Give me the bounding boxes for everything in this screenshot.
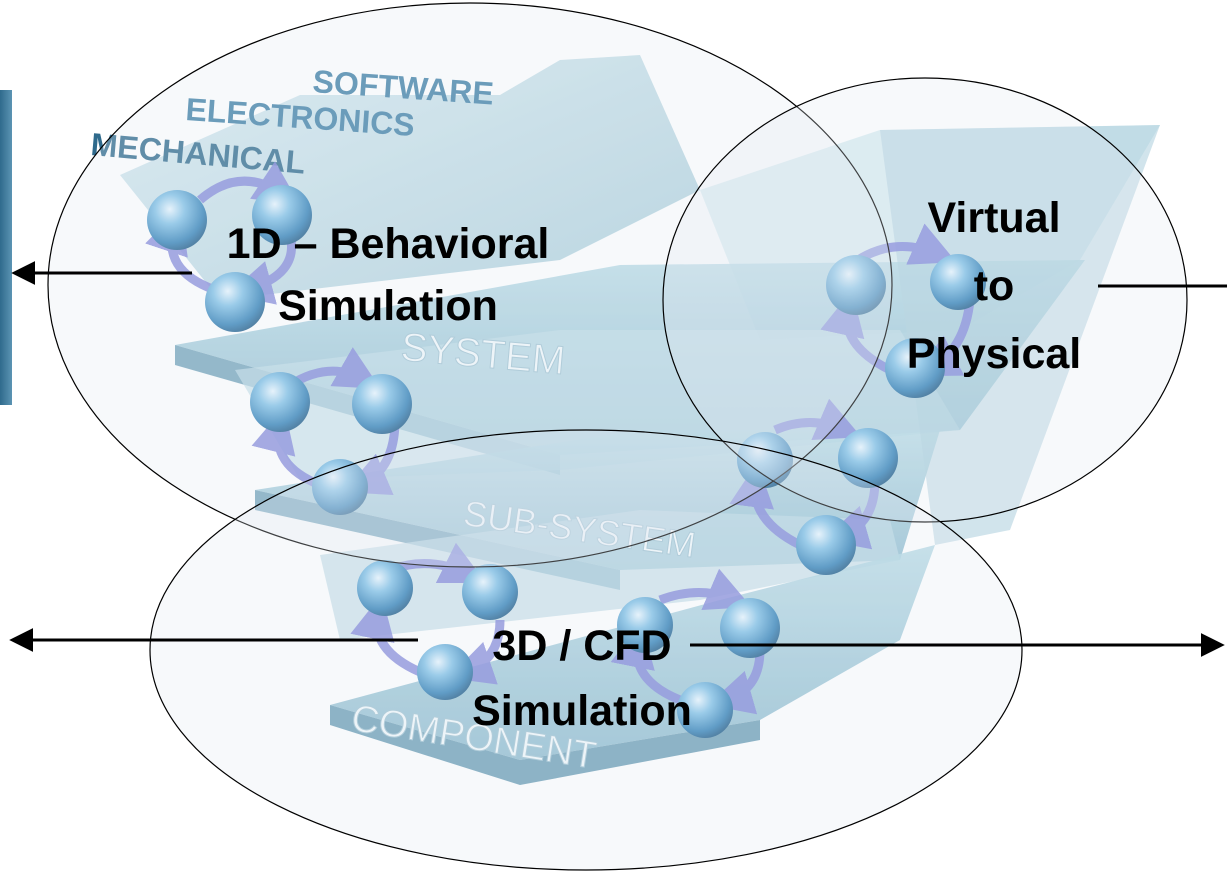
behavioral-label-line1: 1D – Behavioral [227, 220, 550, 268]
cfd-label-line1: 3D / CFD [492, 622, 671, 670]
cycle-component-left [350, 542, 518, 700]
sphere [838, 428, 898, 488]
sphere [677, 682, 733, 738]
sphere [462, 564, 518, 620]
sphere [252, 185, 312, 245]
sphere [826, 255, 886, 315]
cycle-system-right [820, 223, 986, 398]
ellipse-behavioral [47, 2, 893, 568]
sphere [930, 254, 986, 310]
sphere [617, 597, 673, 653]
cycle-mechanical [145, 161, 312, 332]
virtual-label-line2: to [974, 262, 1015, 310]
virtual-label-line3: Physical [907, 330, 1082, 378]
cfd-label-line2: Simulation [472, 687, 692, 735]
sphere [885, 338, 945, 398]
sphere [417, 644, 473, 700]
sphere [796, 515, 856, 575]
connector-arrows [9, 261, 1227, 657]
behavioral-label-line2: Simulation [278, 282, 498, 330]
sphere [250, 372, 310, 432]
region-ellipses [47, 2, 1188, 871]
ellipse-virtual-physical [662, 77, 1188, 523]
sphere [357, 560, 413, 616]
sphere [205, 272, 265, 332]
sphere [352, 374, 412, 434]
sphere [720, 598, 780, 658]
sphere [147, 190, 207, 250]
ellipse-cfd [149, 429, 1023, 871]
region-labels: 1D – Behavioral Simulation Virtual to Ph… [227, 194, 1082, 735]
left-edge-panel [0, 90, 12, 405]
sphere-cycles [145, 161, 986, 738]
virtual-label-line1: Virtual [927, 194, 1060, 242]
cycle-component-right [610, 568, 780, 738]
